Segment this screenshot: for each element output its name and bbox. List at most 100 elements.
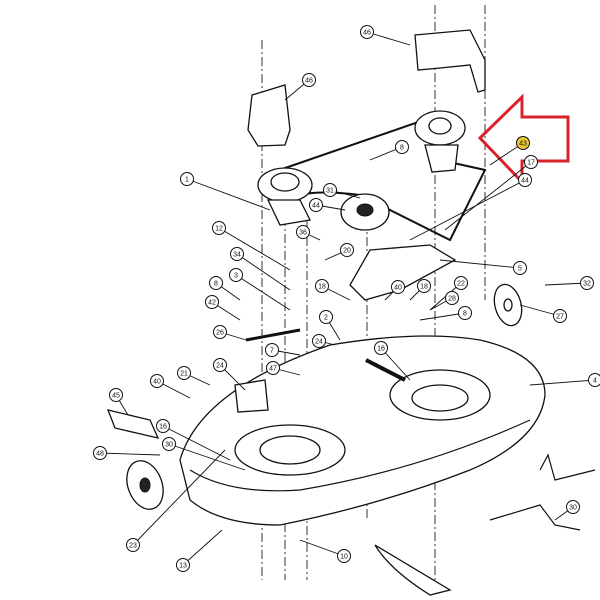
callout-30: 30	[162, 437, 246, 471]
callout-circle	[553, 309, 567, 323]
callout-45: 45	[109, 388, 129, 416]
gauge-wheel-left	[126, 460, 164, 510]
callout-circle	[391, 280, 405, 294]
callout-circle	[445, 291, 459, 305]
callout-7: 7	[265, 343, 301, 357]
callout-21: 21	[177, 366, 211, 386]
callout-circle	[176, 558, 190, 572]
callout-2: 2	[319, 310, 341, 341]
callout-circle	[312, 334, 326, 348]
callout-44: 44	[409, 173, 532, 241]
callout-circle	[126, 538, 140, 552]
callout-label: 30	[165, 442, 173, 449]
callout-label: 40	[394, 285, 402, 292]
callout-circle	[213, 358, 227, 372]
callout-34: 34	[230, 247, 291, 291]
callout-label: 18	[318, 284, 326, 291]
callout-circle	[516, 136, 530, 150]
callout-circle	[588, 373, 600, 387]
callout-label: 8	[214, 281, 218, 288]
callout-label: 26	[216, 330, 224, 337]
callout-label: 45	[112, 393, 120, 400]
leader-line	[409, 179, 526, 241]
callout-circle	[209, 276, 223, 290]
callout-24: 24	[312, 334, 336, 348]
callout-label: 3	[234, 273, 238, 280]
callout-12: 12	[212, 221, 291, 271]
callout-circle	[205, 295, 219, 309]
callout-8: 8	[419, 306, 472, 321]
callout-47: 47	[266, 361, 301, 376]
callout-circle	[374, 341, 388, 355]
callout-circle	[150, 374, 164, 388]
leader-line	[299, 539, 345, 557]
lift-rod	[489, 504, 581, 531]
callout-44: 44	[309, 198, 346, 212]
callout-30: 30	[554, 500, 580, 521]
callout-label: 2	[324, 315, 328, 322]
callout-18: 18	[315, 279, 351, 301]
callout-46: 46	[360, 25, 411, 46]
callout-label: 44	[521, 178, 529, 185]
callout-label: 8	[400, 145, 404, 152]
leader-line	[162, 425, 231, 461]
callout-circle	[360, 25, 374, 39]
callout-circle	[296, 225, 310, 239]
callout-circle	[302, 73, 316, 87]
callout-label: 5	[518, 266, 522, 273]
leader-line	[182, 529, 223, 566]
callout-27: 27	[519, 304, 567, 323]
belt-shield-left	[247, 84, 291, 147]
spring	[245, 328, 301, 342]
idler-pulley	[340, 193, 390, 231]
leader-line	[444, 161, 532, 231]
callout-circle	[323, 183, 337, 197]
leader-line	[235, 274, 291, 311]
callout-label: 4	[593, 378, 597, 385]
callout-4: 4	[529, 373, 600, 387]
callout-circle	[266, 361, 280, 375]
callout-circle	[458, 306, 472, 320]
callout-circle	[315, 279, 329, 293]
callout-circle	[454, 276, 468, 290]
callout-circle	[319, 310, 333, 324]
callout-label: 24	[315, 339, 323, 346]
callout-8: 8	[209, 276, 241, 301]
leader-line	[236, 253, 291, 291]
callout-label: 32	[583, 281, 591, 288]
callout-3: 3	[229, 268, 291, 311]
leader-line	[544, 282, 588, 286]
callout-circle	[309, 198, 323, 212]
callout-circle	[566, 500, 580, 514]
leader-line	[529, 379, 596, 386]
callout-40: 40	[150, 374, 191, 399]
callout-label: 16	[377, 346, 385, 353]
mower-blade	[374, 544, 452, 596]
callout-label: 16	[159, 424, 167, 431]
leader-line	[132, 449, 226, 546]
chute-plate	[106, 409, 160, 439]
callout-28: 28	[429, 291, 459, 311]
leader-line	[366, 31, 411, 46]
callout-circle	[395, 140, 409, 154]
callout-42: 42	[205, 295, 241, 321]
callout-label: 13	[179, 563, 187, 570]
callout-8: 8	[369, 140, 409, 161]
callout-label: 46	[305, 78, 313, 85]
callout-circle	[109, 388, 123, 402]
callout-circle	[580, 276, 594, 290]
leader-line	[419, 312, 466, 321]
callout-circle	[212, 221, 226, 235]
callout-20: 20	[324, 243, 354, 261]
leader-line	[380, 347, 411, 381]
callout-label: 28	[448, 296, 456, 303]
callout-circle	[93, 446, 107, 460]
callout-26: 26	[213, 325, 247, 341]
leader-line	[99, 452, 161, 456]
callout-label: 44	[312, 203, 320, 210]
callout-18: 18	[409, 279, 431, 301]
callout-circle	[213, 325, 227, 339]
